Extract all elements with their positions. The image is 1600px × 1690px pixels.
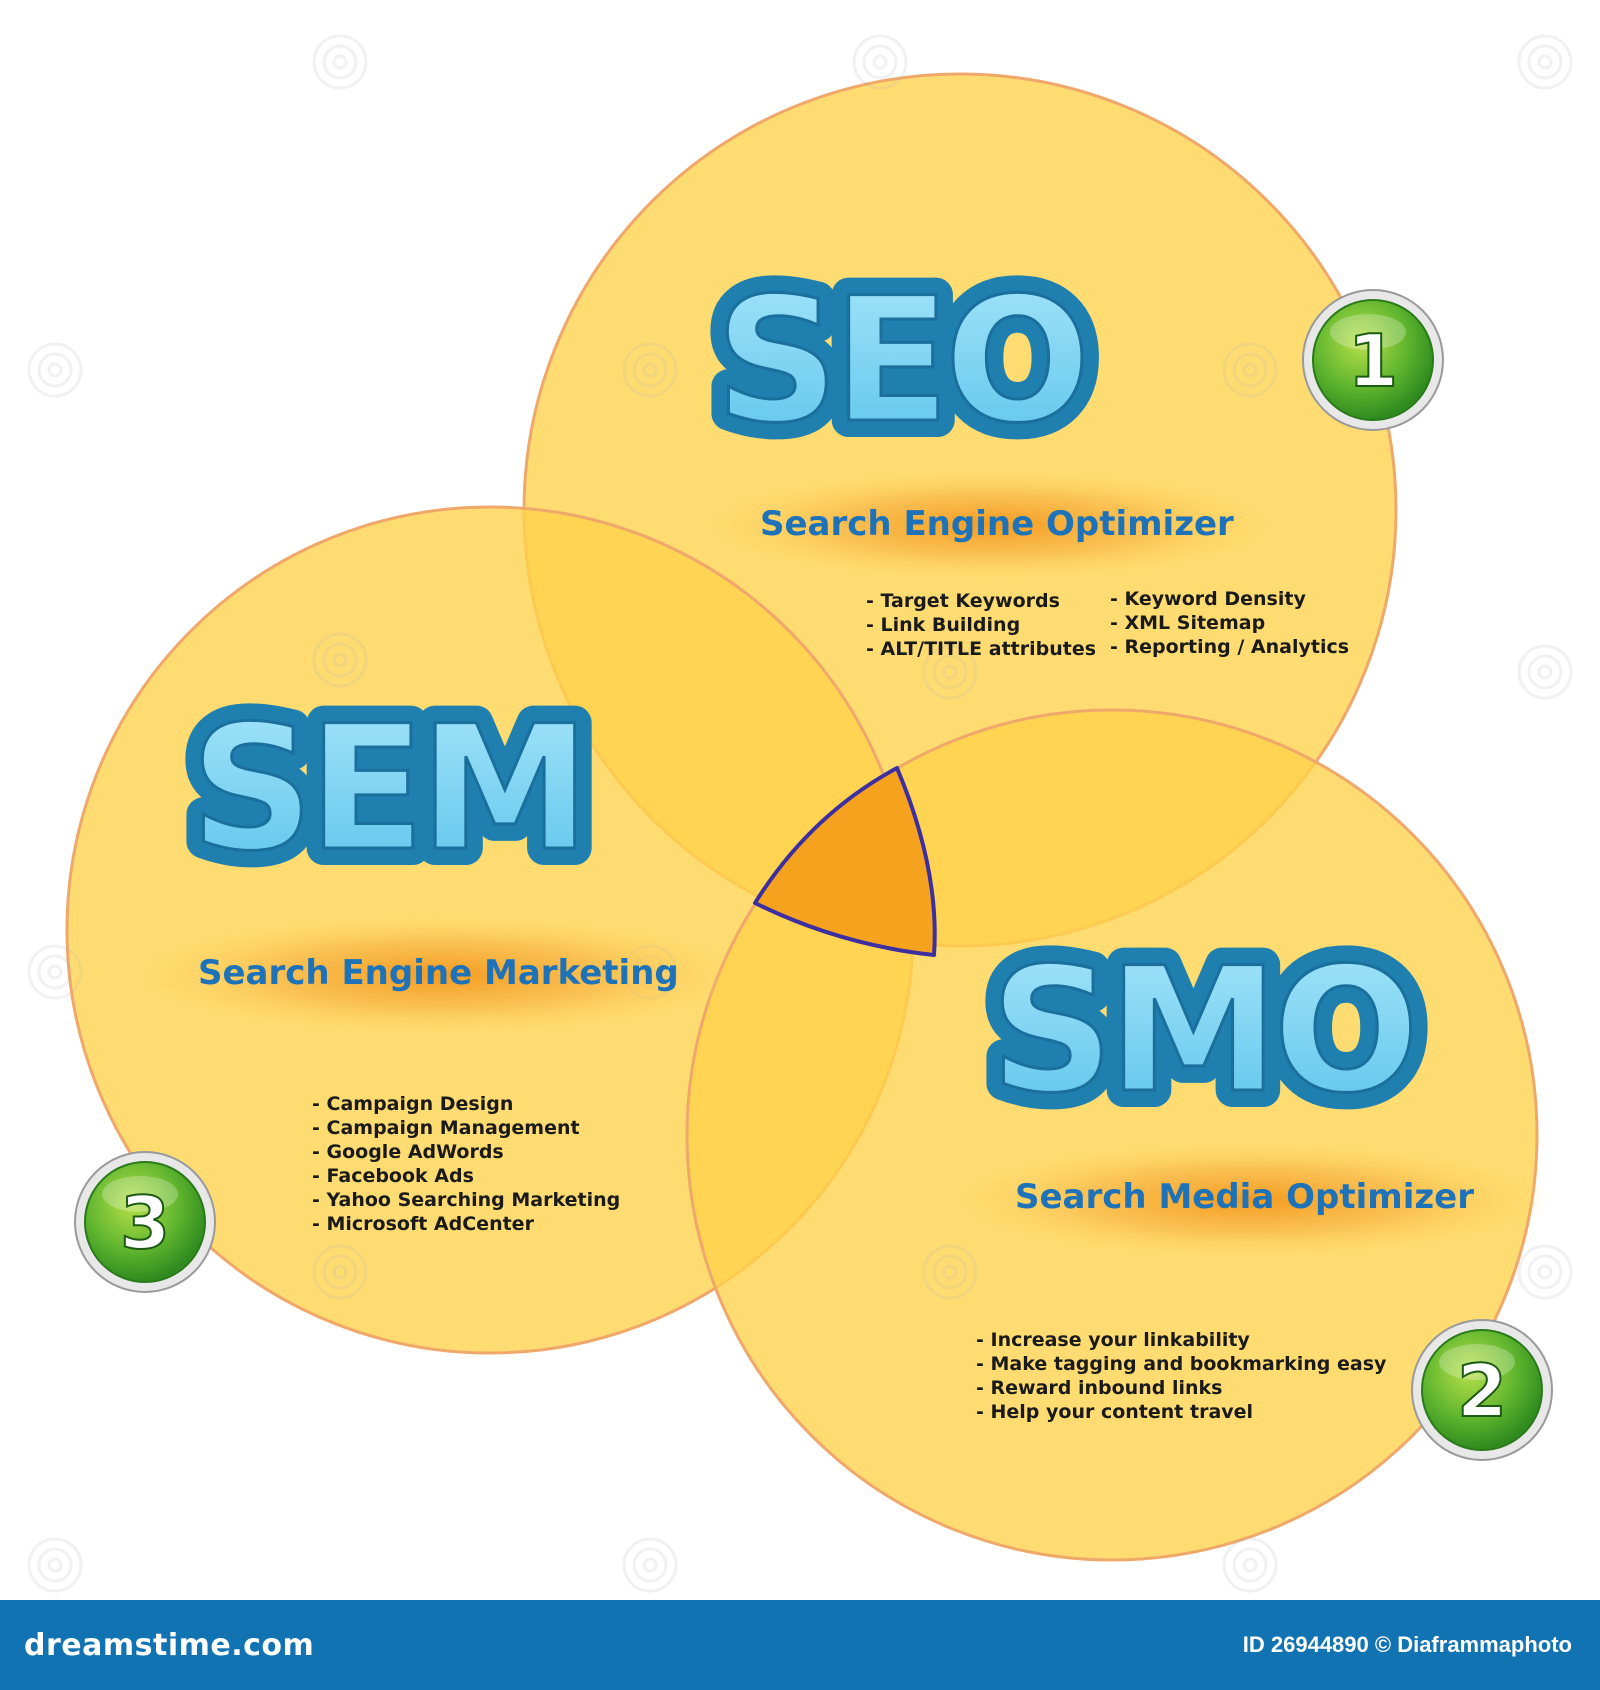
badge-3: 3 (74, 1151, 216, 1293)
venn-diagram: SEO SEO Search Engine Optimizer - Target… (27, 34, 1573, 1593)
list-item: - Campaign Management (312, 1117, 580, 1139)
list-item: - Increase your linkability (976, 1329, 1250, 1351)
badge-1: 1 (1302, 289, 1444, 431)
seo-bullets-left: - Target Keywords - Link Building - ALT/… (866, 590, 1096, 660)
spiral-icon (1222, 1537, 1278, 1593)
spiral-icon (312, 34, 368, 90)
spiral-icon (27, 1537, 83, 1593)
seo-subtitle: Search Engine Optimizer (760, 504, 1234, 544)
badge-2: 2 (1411, 1319, 1553, 1461)
list-item: - Keyword Density (1110, 588, 1306, 610)
spiral-icon (312, 632, 368, 688)
list-item: - Help your content travel (976, 1401, 1253, 1423)
sem-subtitle: Search Engine Marketing (198, 953, 679, 993)
list-item: - Microsoft AdCenter (312, 1213, 535, 1235)
list-item: - Campaign Design (312, 1093, 513, 1115)
seo-subtitle-glow (700, 470, 1280, 580)
svg-text:SEM: SEM (190, 688, 585, 889)
spiral-icon (922, 644, 978, 700)
list-item: - Target Keywords (866, 590, 1060, 612)
spiral-icon (1517, 1244, 1573, 1300)
svg-text:SEM: SEM (190, 688, 585, 889)
list-item: - ALT/TITLE attributes (866, 638, 1096, 660)
seo-title: SEO SEO (698, 243, 1108, 478)
spiral-icon (1517, 644, 1573, 700)
footer-image-id: ID 26944890 © Diaframmaphoto (1242, 1632, 1572, 1657)
spiral-icon (622, 1537, 678, 1593)
svg-text:SEO: SEO (715, 260, 1085, 461)
watermark-layer (27, 34, 1573, 1593)
spiral-icon (622, 342, 678, 398)
svg-text:3: 3 (120, 1181, 170, 1265)
spiral-icon (27, 944, 83, 1000)
svg-text:1: 1 (1348, 319, 1398, 403)
sem-bullets: - Campaign Design - Campaign Management … (312, 1093, 620, 1235)
footer-brand: dreamstime.com (24, 1627, 315, 1663)
smo-subtitle-glow (950, 1142, 1550, 1258)
sem-title: SEM SEM (173, 671, 608, 906)
smo-subtitle: Search Media Optimizer (1015, 1177, 1474, 1217)
smo-title: SMO SMO (973, 913, 1436, 1148)
spiral-icon (1517, 34, 1573, 90)
list-item: - Link Building (866, 614, 1020, 636)
svg-text:SMO: SMO (990, 930, 1413, 1131)
center-intersection (753, 766, 937, 957)
spiral-icon (27, 342, 83, 398)
list-item: - Facebook Ads (312, 1165, 474, 1187)
list-item: - Make tagging and bookmarking easy (976, 1353, 1387, 1375)
spiral-icon (312, 1244, 368, 1300)
seo-bullets-right: - Keyword Density - XML Sitemap - Report… (1110, 588, 1349, 658)
list-item: - XML Sitemap (1110, 612, 1265, 634)
list-item: - Yahoo Searching Marketing (312, 1189, 620, 1211)
list-item: - Reporting / Analytics (1110, 636, 1349, 658)
spiral-icon (852, 34, 908, 90)
spiral-icon (1222, 342, 1278, 398)
list-item: - Reward inbound links (976, 1377, 1222, 1399)
svg-text:2: 2 (1457, 1349, 1507, 1433)
sem-subtitle-glow (130, 915, 750, 1035)
smo-bullets: - Increase your linkability - Make taggi… (976, 1329, 1387, 1423)
list-item: - Google AdWords (312, 1141, 504, 1163)
footer-bar: dreamstime.com ID 26944890 © Diaframmaph… (0, 1600, 1600, 1690)
svg-text:SMO: SMO (990, 930, 1413, 1131)
spiral-icon (922, 1244, 978, 1300)
svg-text:SEO: SEO (715, 260, 1085, 461)
